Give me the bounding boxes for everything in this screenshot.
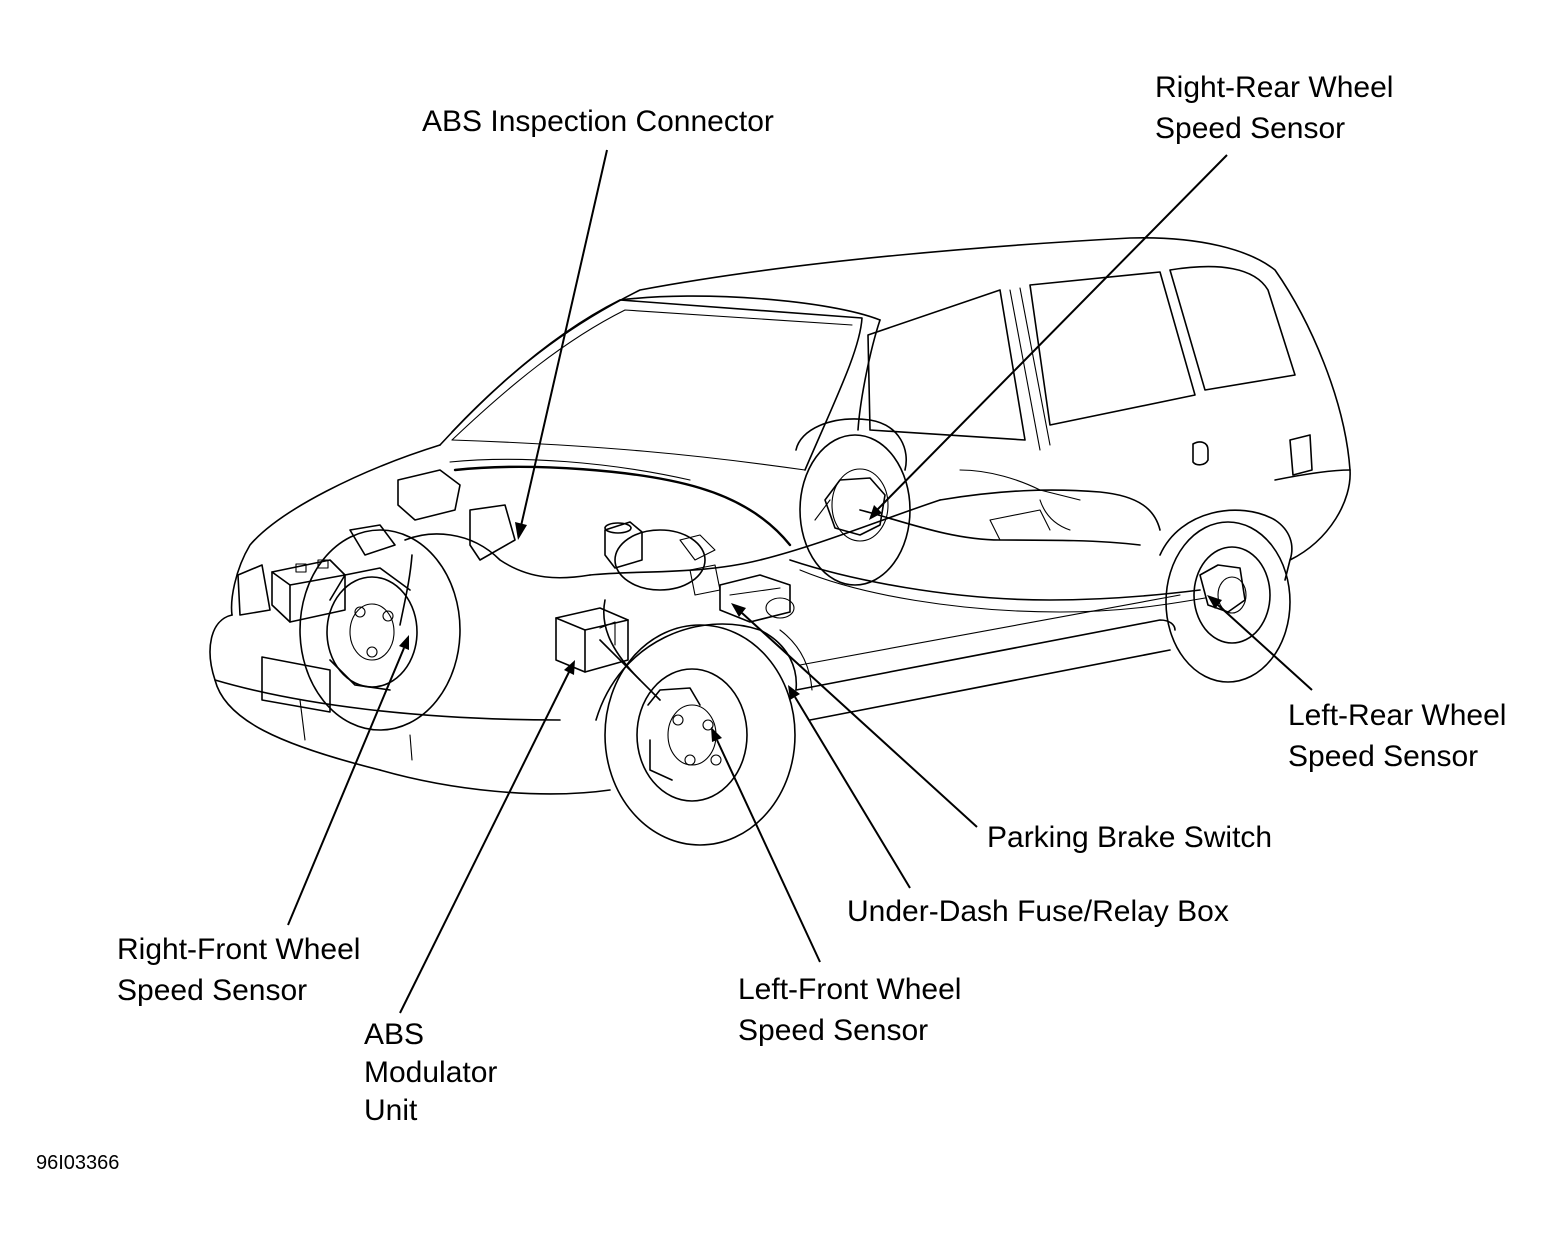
label-abs-inspection-connector: ABS Inspection Connector (422, 101, 774, 142)
label-left-rear-line-2: Speed Sensor (1288, 740, 1479, 773)
leader-abs-modulator-unit (399, 671, 570, 1014)
leader-left-rear-sensor (1217, 604, 1313, 691)
label-right-rear-wheel-speed-sensor: Right-Rear Wheel Speed Sensor (1155, 67, 1393, 149)
label-left-rear-wheel-speed-sensor: Left-Rear Wheel Speed Sensor (1288, 695, 1506, 777)
label-abs-modulator-line-2: Modulator (364, 1056, 498, 1089)
leader-under-dash-fuse-box (794, 696, 911, 889)
label-left-rear-line-1: Left-Rear Wheel (1288, 699, 1507, 732)
leader-parking-brake-switch (741, 612, 978, 828)
right-rear-wheel (799, 434, 911, 586)
label-right-front-line-1: Right-Front Wheel (117, 933, 361, 966)
label-right-rear-line-2: Speed Sensor (1155, 112, 1346, 145)
label-parking-brake-switch-text: Parking Brake Switch (987, 821, 1273, 854)
label-left-front-line-2: Speed Sensor (738, 1014, 929, 1047)
leader-abs-inspection-connector (520, 149, 608, 527)
left-front-wheel (604, 624, 796, 846)
label-left-front-line-1: Left-Front Wheel (738, 973, 962, 1006)
label-right-front-wheel-speed-sensor: Right-Front Wheel Speed Sensor (117, 929, 360, 1011)
label-under-dash-fuse-relay-box-text: Under-Dash Fuse/Relay Box (847, 895, 1229, 928)
label-parking-brake-switch: Parking Brake Switch (987, 817, 1272, 858)
label-right-rear-line-1: Right-Rear Wheel (1155, 71, 1394, 104)
label-abs-modulator-unit: ABS Modulator Unit (364, 1016, 497, 1130)
right-front-wheel (299, 529, 461, 731)
label-abs-modulator-line-3: Unit (364, 1094, 418, 1127)
leader-right-front-sensor (287, 647, 405, 926)
label-left-front-wheel-speed-sensor: Left-Front Wheel Speed Sensor (738, 969, 961, 1051)
label-abs-inspection-connector-text: ABS Inspection Connector (422, 105, 774, 138)
leader-lines (287, 149, 1313, 1014)
brake-lines-and-harness (399, 458, 1206, 701)
label-abs-modulator-line-1: ABS (364, 1018, 425, 1051)
car-body (209, 237, 1351, 795)
left-rear-wheel (1165, 521, 1291, 683)
label-right-front-line-2: Speed Sensor (117, 974, 308, 1007)
figure-id: 96I03366 (36, 1152, 120, 1174)
leader-right-rear-sensor (876, 154, 1228, 511)
engine-components (271, 469, 795, 673)
leader-left-front-sensor (716, 739, 821, 963)
label-under-dash-fuse-relay-box: Under-Dash Fuse/Relay Box (847, 891, 1229, 932)
